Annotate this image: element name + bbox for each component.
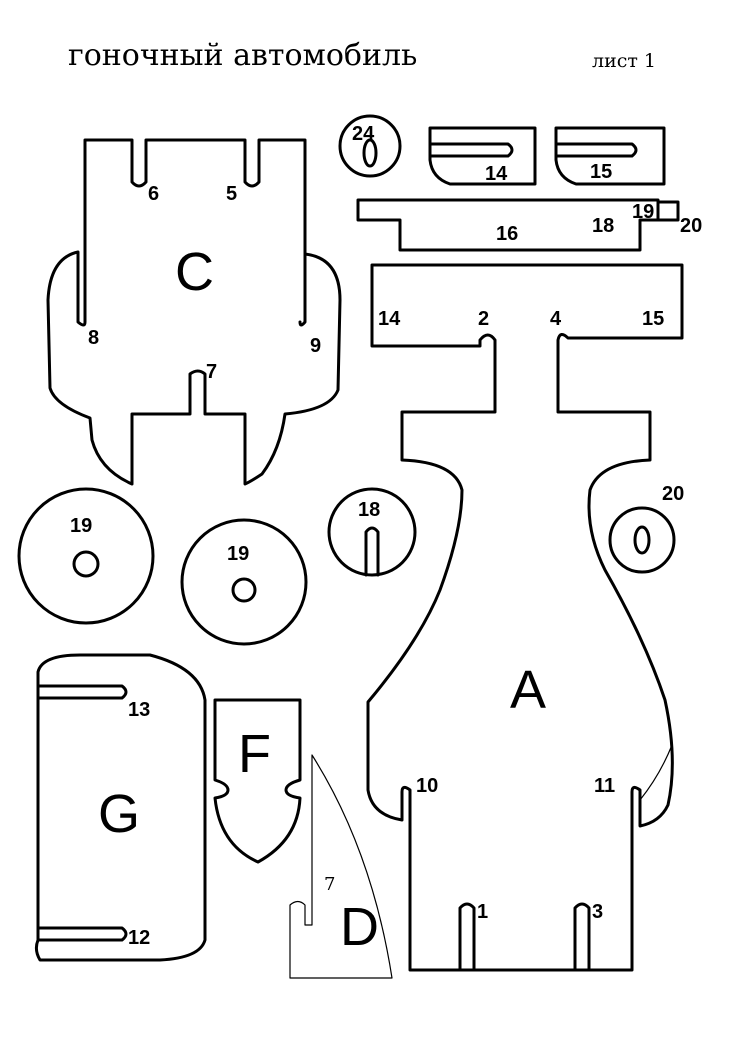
part-c-letter: C (175, 242, 214, 302)
part-disc-20: 20 (608, 483, 684, 574)
tab-14-slot (428, 142, 514, 158)
disc-24-label: 24 (352, 123, 375, 145)
slot-9-label: 9 (310, 335, 321, 357)
tab-14-label: 14 (485, 163, 508, 185)
part-disc-24: 24 (338, 114, 402, 178)
bar-16-end (656, 200, 680, 222)
bar-20-label: 20 (680, 215, 702, 237)
disc-20-hole (633, 525, 651, 555)
page-title: гоночный автомобиль (68, 38, 418, 73)
plate-15-label: 15 (642, 308, 664, 330)
tab-15-outline (554, 126, 666, 186)
part-a-cut-line (639, 744, 673, 801)
wheel-19-left-outline (17, 487, 155, 625)
slot-12-label: 12 (128, 927, 150, 949)
part-a-letter: A (510, 660, 546, 720)
tab-15-slot (554, 142, 638, 158)
disc-18-slot (364, 526, 380, 577)
part-a-outline (366, 263, 684, 972)
part-f-letter: F (238, 724, 271, 784)
wheel-19-left-hole (72, 550, 100, 578)
d-slot-7-label: 7 (324, 874, 335, 895)
part-bar-16: 16 18 19 20 (356, 198, 702, 252)
slot-6-label: 6 (148, 183, 159, 205)
part-tab-15: 15 (554, 126, 666, 186)
disc-18-outline (327, 487, 417, 577)
disc-24-hole (362, 138, 378, 168)
disc-20-outline (608, 506, 676, 574)
wheel-19-right-hole (231, 577, 257, 603)
slot-13-label: 13 (128, 699, 150, 721)
tab-15-label: 15 (590, 161, 612, 183)
part-f-outline (213, 698, 302, 864)
part-g-outline (34, 653, 207, 962)
slot-11-label: 11 (594, 775, 615, 797)
wheel-19-left-label: 19 (70, 515, 92, 537)
part-wheel-19-right: 19 (180, 518, 308, 646)
part-a: A 14 15 2 4 10 11 1 3 (366, 263, 684, 972)
slot-4-label: 4 (550, 308, 562, 330)
slot-7-label: 7 (206, 361, 217, 383)
bar-18-label: 18 (592, 215, 614, 237)
tab-14-outline (428, 126, 537, 186)
part-disc-18: 18 (327, 487, 417, 577)
slot-1-label: 1 (477, 901, 488, 923)
bar-19-label: 19 (632, 201, 654, 223)
slot-5-label: 5 (226, 183, 237, 205)
part-g: G 13 12 (34, 653, 207, 962)
part-d-letter: D (340, 897, 379, 957)
part-tab-14: 14 (428, 126, 537, 186)
wheel-19-right-outline (180, 518, 308, 646)
wheel-19-right-label: 19 (227, 543, 249, 565)
part-a-slot-1 (458, 902, 476, 972)
disc-20-label: 20 (662, 483, 684, 505)
part-a-slot-3 (573, 902, 591, 972)
part-c: C 6 5 8 9 7 (46, 138, 342, 486)
slot-10-label: 10 (416, 775, 438, 797)
disc-18-label: 18 (358, 499, 380, 521)
part-d-outline (289, 754, 393, 979)
bar-16-label: 16 (496, 223, 518, 245)
part-f: F (213, 698, 302, 864)
disc-24-outline (338, 114, 402, 178)
part-wheel-19-left: 19 (17, 487, 155, 625)
part-g-slot-13 (36, 684, 128, 700)
slot-2-label: 2 (478, 308, 489, 330)
slot-3-label: 3 (592, 901, 603, 923)
slot-8-label: 8 (88, 327, 99, 349)
bar-16-outline (356, 198, 660, 252)
part-c-outline (46, 138, 342, 486)
plate-14-label: 14 (378, 308, 401, 330)
part-g-letter: G (98, 784, 140, 844)
part-c-slot-9 (298, 252, 307, 327)
sheet-number: лист 1 (592, 50, 657, 72)
part-g-slot-12 (36, 926, 128, 942)
part-d: D 7 (289, 754, 393, 979)
